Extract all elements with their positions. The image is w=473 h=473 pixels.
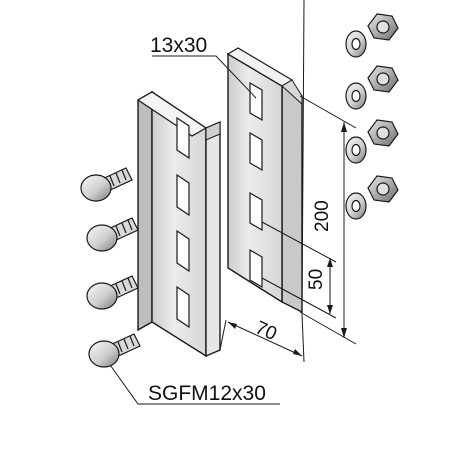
- front-plate-slot: [176, 229, 190, 273]
- back-plate-slot: [249, 81, 263, 122]
- washer-nut-pair: [345, 119, 399, 164]
- front-plate-slot: [176, 116, 190, 160]
- back-plate-slot: [249, 191, 263, 232]
- hardware: [345, 13, 399, 220]
- bolt-type-label: SGFM12x30: [148, 382, 266, 405]
- front-plate-slot: [176, 285, 190, 329]
- slot-leader: [152, 55, 257, 99]
- dimensions: [107, 0, 357, 405]
- front-plate-flange: [137, 90, 153, 332]
- carriage-bolt: [80, 167, 133, 202]
- pitch-dimension-label: 50: [306, 269, 327, 290]
- width-dimension-label: 70: [252, 317, 280, 345]
- carriage-bolt: [86, 275, 139, 310]
- bolt-leader: [107, 361, 280, 405]
- front-plate-lip: [205, 120, 221, 358]
- bolts: [80, 167, 141, 368]
- front-plate-slot: [176, 173, 190, 217]
- front-plate: [136, 90, 221, 358]
- back-plate-slot: [249, 131, 263, 172]
- washer-nut-pair: [345, 175, 399, 220]
- height-dimension-label: 200: [312, 200, 333, 232]
- slot-size-label: 13x30: [150, 34, 207, 57]
- carriage-bolt: [86, 217, 139, 252]
- back-plate-slot: [249, 248, 263, 289]
- dim-line-70: [227, 321, 303, 357]
- carriage-bolt: [88, 333, 141, 368]
- back-plate-flange: [281, 84, 303, 314]
- back-plate: [226, 47, 303, 314]
- washer-nut-pair: [345, 13, 399, 58]
- washer-nut-pair: [345, 65, 399, 110]
